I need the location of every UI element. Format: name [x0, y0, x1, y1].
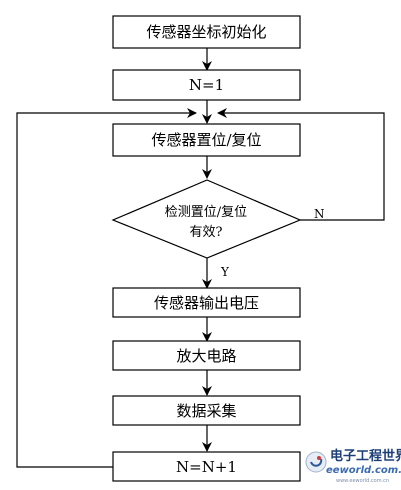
- node-increment-label: N=N+1: [176, 458, 237, 476]
- label-yes: Y: [220, 265, 230, 279]
- edge-loop-increment-to-setreset: [16, 108, 197, 468]
- node-check-decision: 检测置位/复位 有效?: [111, 179, 302, 259]
- node-output-voltage-label: 传感器输出电压: [154, 294, 259, 312]
- node-init-label: 传感器坐标初始化: [146, 23, 266, 41]
- watermark: 电子工程世界 eeworld.com.cn www.eeworld.com.cn: [305, 448, 401, 484]
- edge-no-branch: [217, 108, 385, 221]
- node-amplify-label: 放大电路: [176, 347, 236, 365]
- watermark-subtitle: www.eeworld.com.cn: [336, 478, 389, 484]
- node-set-reset: 传感器置位/复位: [112, 123, 301, 157]
- node-output-voltage: 传感器输出电压: [112, 287, 301, 318]
- watermark-url: eeworld.com.cn: [326, 465, 401, 476]
- watermark-logo-icon: [305, 451, 327, 473]
- node-check-line2: 有效?: [190, 225, 223, 240]
- node-amplify: 放大电路: [112, 340, 301, 371]
- node-acquire-label: 数据采集: [176, 402, 236, 420]
- label-no: N: [314, 207, 325, 221]
- node-n-init: N=1: [112, 69, 301, 101]
- edges: [16, 48, 385, 468]
- node-n-init-label: N=1: [189, 76, 224, 94]
- node-increment: N=N+1: [112, 451, 301, 482]
- node-acquire: 数据采集: [112, 395, 301, 426]
- watermark-title: 电子工程世界: [330, 448, 401, 464]
- node-set-reset-label: 传感器置位/复位: [151, 131, 261, 149]
- node-init: 传感器坐标初始化: [112, 15, 301, 49]
- node-check-line1: 检测置位/复位: [165, 205, 247, 220]
